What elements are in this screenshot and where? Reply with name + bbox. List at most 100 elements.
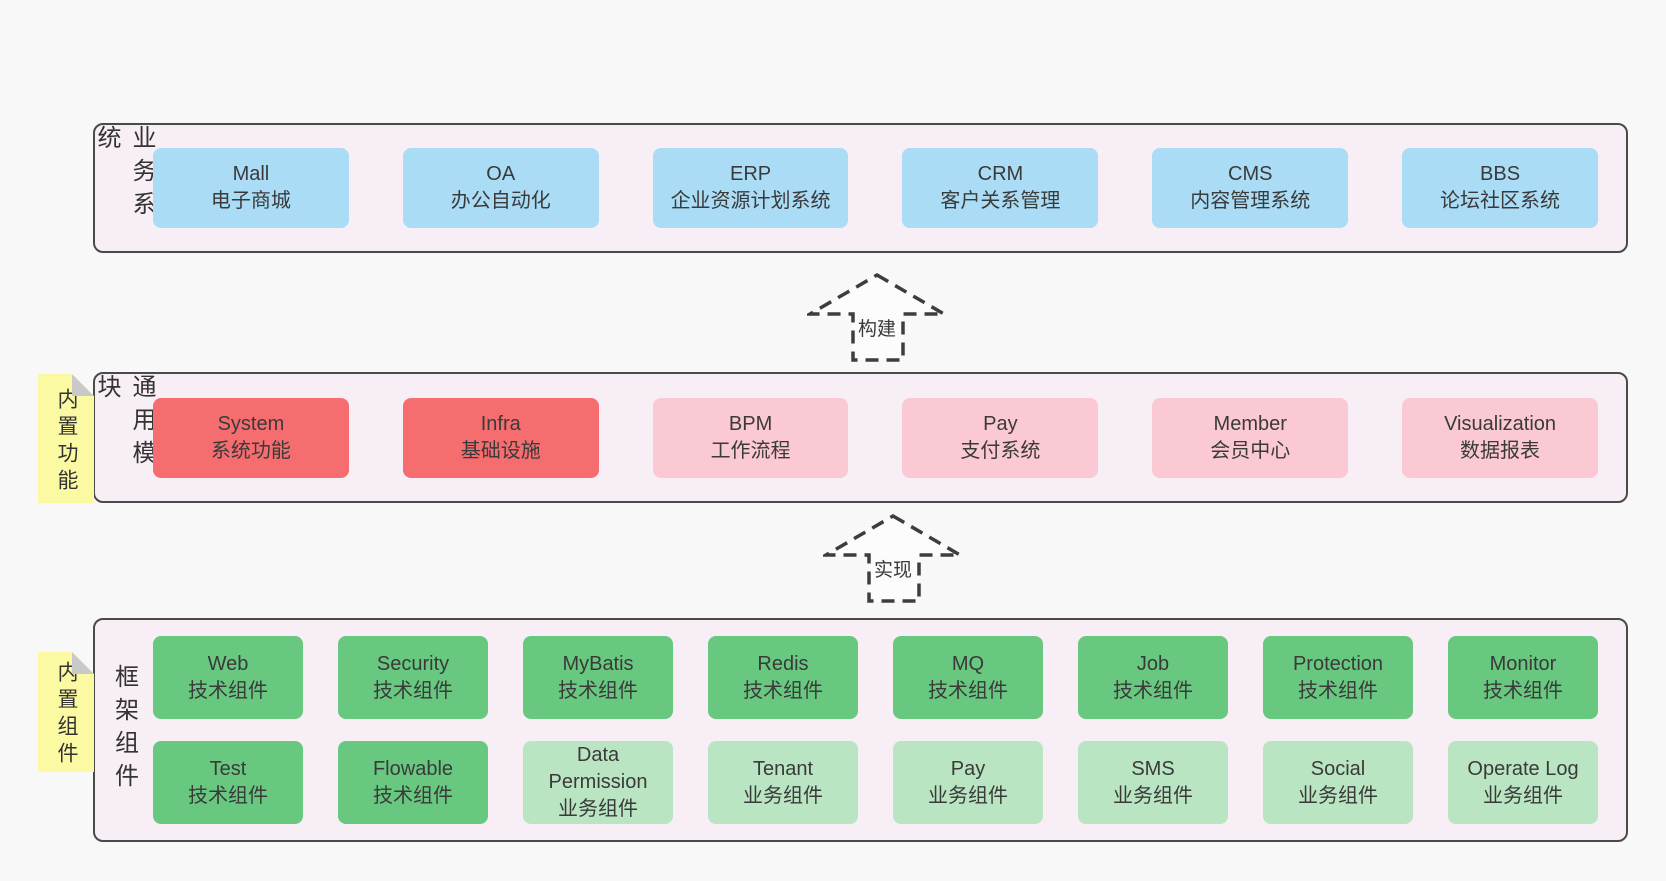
arrow-implement: 实现: [823, 513, 963, 605]
tag-built-in-components: 内置组件: [38, 652, 94, 772]
box-title: Redis: [757, 652, 809, 675]
box-system: System 系统功能: [153, 397, 349, 478]
box-security: Security 技术组件: [338, 636, 488, 719]
arrow-implement-label: 实现: [870, 555, 916, 582]
layer-framework-components: 框架组件 Web 技术组件 Security 技术组件 MyBatis 技术组件…: [93, 618, 1628, 842]
box-subtitle: 系统功能: [210, 439, 291, 462]
box-data-permission: Data Permission 业务组件: [523, 741, 673, 824]
box-tenant: Tenant 业务组件: [708, 741, 858, 824]
box-title: OA: [486, 163, 516, 185]
box-protection: Protection 技术组件: [1263, 636, 1413, 719]
box-mq: MQ 技术组件: [893, 636, 1043, 719]
tag-label: 内置功能: [55, 387, 78, 496]
box-subtitle: 技术组件: [1113, 679, 1193, 702]
box-mall: Mall 电子商城: [153, 148, 349, 228]
box-title: Data Permission: [548, 744, 648, 793]
box-test: Test 技术组件: [153, 741, 303, 824]
box-title: Infra: [480, 412, 521, 435]
box-subtitle: 技术组件: [1298, 679, 1378, 702]
box-title: Protection: [1292, 652, 1384, 675]
box-redis: Redis 技术组件: [708, 636, 858, 719]
box-title: Member: [1213, 412, 1287, 435]
box-title: Operate Log: [1467, 757, 1579, 780]
box-title: Flowable: [372, 757, 454, 780]
box-subtitle: 数据报表: [1460, 439, 1541, 462]
box-erp: ERP 企业资源计划系统: [652, 148, 849, 228]
box-sms: SMS 业务组件: [1078, 741, 1228, 824]
box-visualization: Visualization 数据报表: [1402, 397, 1598, 478]
box-subtitle: 电子商城: [210, 190, 291, 212]
box-web: Web 技术组件: [153, 636, 303, 719]
box-member: Member 会员中心: [1152, 397, 1349, 478]
box-title: Security: [376, 652, 450, 675]
box-subtitle: 技术组件: [188, 679, 268, 702]
box-title: Test: [209, 757, 247, 780]
box-subtitle: 办公自动化: [450, 190, 551, 212]
box-subtitle: 技术组件: [373, 784, 453, 807]
box-title: ERP: [730, 163, 772, 185]
box-mybatis: MyBatis 技术组件: [523, 636, 673, 719]
box-social: Social 业务组件: [1263, 741, 1413, 824]
box-title: Social: [1310, 757, 1366, 780]
box-crm: CRM 客户关系管理: [902, 148, 1099, 228]
framework-box-grid: Web 技术组件 Security 技术组件 MyBatis 技术组件 Redi…: [153, 620, 1626, 840]
framework-layer-label: 框架组件: [110, 664, 138, 796]
box-flowable: Flowable 技术组件: [338, 741, 488, 824]
box-title: SMS: [1131, 757, 1175, 780]
layer-common-modules: 通用模块 System 系统功能 Infra 基础设施 BPM 工作流程 Pay…: [93, 372, 1628, 503]
modules-box-row: System 系统功能 Infra 基础设施 BPM 工作流程 Pay 支付系统…: [153, 374, 1626, 501]
box-pay-module: Pay 支付系统: [902, 397, 1099, 478]
box-subtitle: 业务组件: [1113, 784, 1193, 807]
box-subtitle: 业务组件: [1483, 784, 1563, 807]
box-operate-log: Operate Log 业务组件: [1448, 741, 1598, 824]
box-subtitle: 业务组件: [928, 784, 1008, 807]
box-subtitle: 技术组件: [928, 679, 1008, 702]
box-title: Job: [1136, 652, 1170, 675]
box-pay-component: Pay 业务组件: [893, 741, 1043, 824]
arrow-build: 构建: [807, 272, 947, 364]
box-subtitle: 会员中心: [1210, 439, 1291, 462]
box-infra: Infra 基础设施: [402, 397, 599, 478]
box-title: MyBatis: [562, 652, 634, 675]
box-cms: CMS 内容管理系统: [1152, 148, 1349, 228]
box-title: System: [217, 412, 285, 435]
box-subtitle: 内容管理系统: [1190, 190, 1311, 212]
box-subtitle: 企业资源计划系统: [670, 190, 831, 212]
box-subtitle: 技术组件: [558, 679, 638, 702]
modules-layer-label: 通用模块: [93, 374, 155, 473]
box-title: Mall: [232, 163, 270, 185]
box-bbs: BBS 论坛社区系统: [1402, 148, 1598, 228]
tag-label: 内置组件: [55, 661, 78, 769]
box-bpm: BPM 工作流程: [652, 397, 849, 478]
box-subtitle: 业务组件: [743, 784, 823, 807]
box-subtitle: 工作流程: [710, 439, 791, 462]
box-subtitle: 技术组件: [743, 679, 823, 702]
box-title: Pay: [950, 757, 986, 780]
box-subtitle: 业务组件: [1298, 784, 1378, 807]
box-title: MQ: [951, 652, 985, 675]
box-monitor: Monitor 技术组件: [1448, 636, 1598, 719]
box-job: Job 技术组件: [1078, 636, 1228, 719]
business-layer-label: 业务系统: [93, 125, 155, 224]
box-title: CRM: [977, 163, 1024, 185]
box-title: CMS: [1228, 163, 1273, 185]
box-title: Visualization: [1444, 412, 1557, 435]
box-subtitle: 论坛社区系统: [1440, 190, 1561, 212]
folded-corner-icon: [72, 652, 94, 674]
box-title: BPM: [728, 412, 773, 435]
box-subtitle: 技术组件: [188, 784, 268, 807]
box-title: Tenant: [752, 757, 814, 780]
box-subtitle: 技术组件: [1483, 679, 1563, 702]
box-oa: OA 办公自动化: [402, 148, 599, 228]
box-title: Pay: [983, 412, 1018, 435]
box-subtitle: 基础设施: [460, 439, 541, 462]
box-subtitle: 技术组件: [373, 679, 453, 702]
arrow-build-label: 构建: [854, 314, 900, 341]
business-box-row: Mall 电子商城 OA 办公自动化 ERP 企业资源计划系统 CRM 客户关系…: [153, 125, 1626, 251]
box-subtitle: 业务组件: [558, 798, 638, 820]
layer-business-systems: 业务系统 Mall 电子商城 OA 办公自动化 ERP 企业资源计划系统 CRM…: [93, 123, 1628, 253]
box-subtitle: 支付系统: [960, 439, 1041, 462]
box-title: Web: [207, 652, 249, 675]
box-title: BBS: [1480, 163, 1521, 185]
